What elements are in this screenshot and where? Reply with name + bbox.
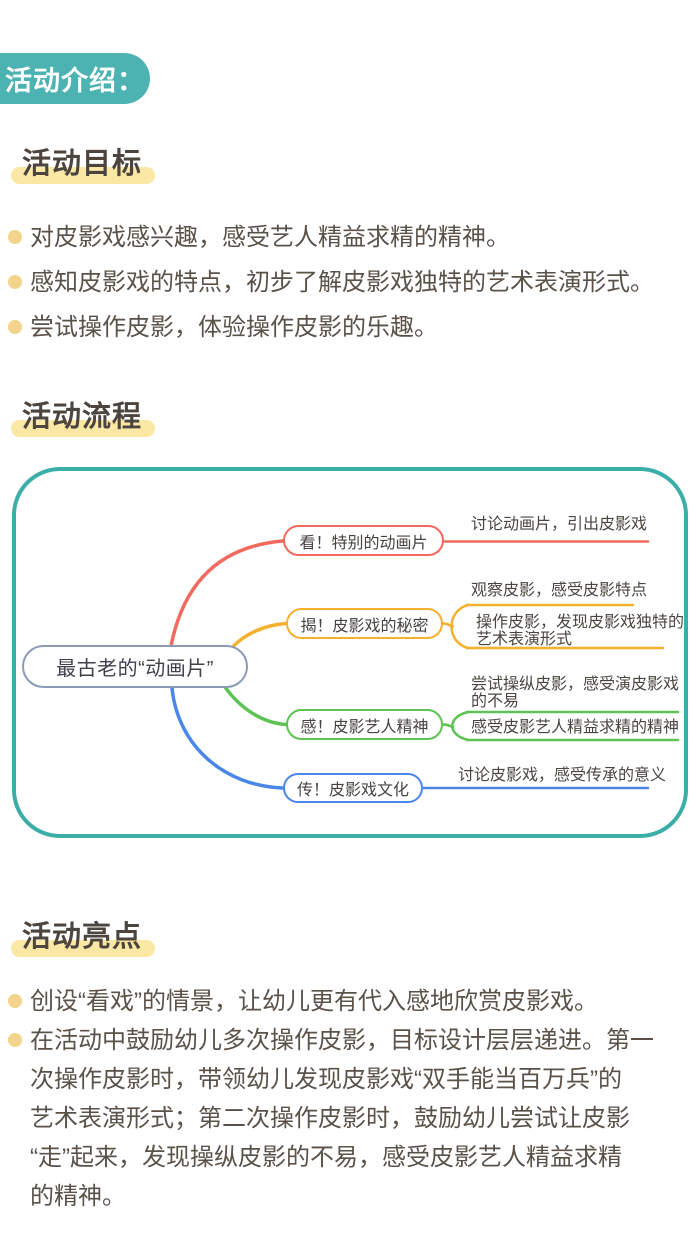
goals-list: 对皮影戏感兴趣，感受艺人精益求精的精神。 感知皮影戏的特点，初步了解皮影戏独特的… [8,215,696,350]
item-text: 创设“看戏”的情景，让幼儿更有代入感地欣赏皮影戏。 [30,988,598,1015]
branch-connector-yellow [232,621,288,648]
leaf-text-reveal-1: 观察皮影，感受皮影特点 [471,582,648,599]
section-goals-title-text: 活动目标 [22,148,143,180]
branch-node-reveal: 揭！皮影戏的秘密 [286,608,443,639]
intro-badge-label: 活动介绍： [5,66,145,96]
bullet-dot [8,230,22,244]
root-node: 最古老的“动画片” [22,645,248,688]
leaf-arc-yellow [450,603,470,650]
section-flow-title-text: 活动流程 [22,401,143,433]
branch-connector-blue [170,686,285,790]
item-text: 在活动中鼓励幼儿多次操作皮影，目标设计层层递进。第一 次操作皮影时，带领幼儿发现… [30,1027,654,1210]
heading-highlight [11,940,156,957]
branch-node-pass: 传！皮影戏文化 [283,773,423,803]
bullet-dot [8,320,22,334]
leaf-text-feel-1: 尝试操纵皮影，感受演皮影戏 的不易 [471,676,680,710]
bullet-dot [8,994,22,1008]
item-text: 对皮影戏感兴趣，感受艺人精益求精的精神。 [30,224,510,251]
heading-highlight [11,420,156,437]
list-item: 对皮影戏感兴趣，感受艺人精益求精的精神。 [8,215,696,260]
section-highlights-title: 活动亮点 [11,919,156,957]
leaf-text-watch-1: 讨论动画片，引出皮影戏 [471,516,648,533]
mindmap-connectors [169,539,680,790]
list-item: 创设“看戏”的情景，让幼儿更有代入感地欣赏皮影戏。 [8,982,696,1021]
leaf-text-feel-2: 感受皮影艺人精益求精的精神 [471,719,680,736]
section-highlights-title-text: 活动亮点 [22,921,143,953]
leaf-arc-green [451,710,470,742]
item-text: 尝试操作皮影，体验操作皮影的乐趣。 [30,314,438,341]
highlights-list: 创设“看戏”的情景，让幼儿更有代入感地欣赏皮影戏。 在活动中鼓励幼儿多次操作皮影… [8,982,696,1216]
branch-connector-red [169,539,285,648]
leaf-text-reveal-2: 操作皮影，发现皮影戏独特的 艺术表演形式 [476,614,685,648]
leaf-text-pass-1: 讨论皮影戏，感受传承的意义 [458,767,667,784]
list-item: 感知皮影戏的特点，初步了解皮影戏独特的艺术表演形式。 [8,260,696,305]
section-flow-title: 活动流程 [11,399,156,437]
list-item: 在活动中鼓励幼儿多次操作皮影，目标设计层层递进。第一 次操作皮影时，带领幼儿发现… [8,1021,696,1216]
branch-connector-green [223,685,288,727]
branch-node-feel: 感！皮影艺人精神 [286,709,443,740]
intro-badge: 活动介绍： [0,53,150,104]
bullet-dot [8,275,22,289]
branch-node-watch: 看！特别的动画片 [283,525,444,556]
activity-flow-mindmap: 最古老的“动画片” 看！特别的动画片 讨论动画片，引出皮影戏 揭！皮影戏的秘密 … [12,467,688,838]
bullet-dot [8,1033,22,1047]
heading-highlight [11,167,156,184]
list-item: 尝试操作皮影，体验操作皮影的乐趣。 [8,305,696,350]
section-goals-title: 活动目标 [11,146,156,184]
item-text: 感知皮影戏的特点，初步了解皮影戏独特的艺术表演形式。 [30,269,654,296]
